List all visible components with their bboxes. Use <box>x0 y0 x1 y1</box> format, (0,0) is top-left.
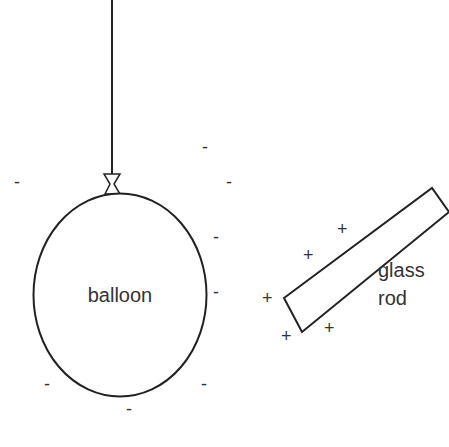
charge-sign: - <box>213 283 219 301</box>
charge-sign: - <box>14 173 20 191</box>
charge-sign: - <box>44 375 50 393</box>
charge-sign: + <box>262 289 273 307</box>
charge-sign: + <box>303 246 314 264</box>
charge-sign: - <box>126 400 132 418</box>
rod-label: glass rod <box>378 256 434 312</box>
string <box>111 0 113 176</box>
balloon-label: balloon <box>88 283 153 307</box>
charge-sign: - <box>202 138 208 156</box>
balloon-shape: balloon <box>32 192 208 398</box>
charge-sign: - <box>226 173 232 191</box>
charge-sign: + <box>324 319 335 337</box>
charge-sign: - <box>213 228 219 246</box>
charge-sign: + <box>281 327 292 345</box>
balloon-knot <box>104 174 120 194</box>
charge-sign: + <box>337 220 348 238</box>
charge-sign: - <box>201 375 207 393</box>
glass-rod <box>284 188 449 332</box>
